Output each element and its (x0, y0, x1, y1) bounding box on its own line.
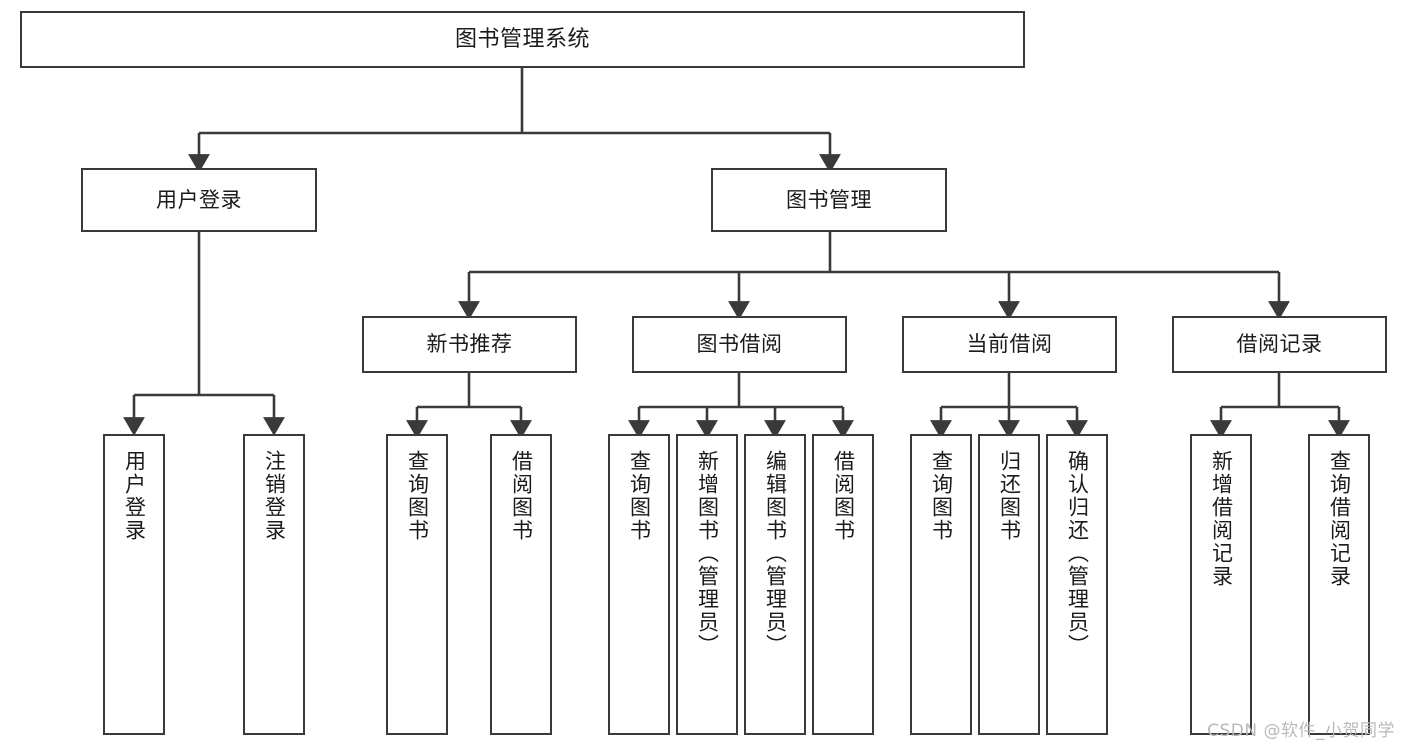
leaf-query-book-new[interactable]: 查询图书 (386, 434, 448, 735)
node-new-book-recommend[interactable]: 新书推荐 (362, 316, 577, 373)
leaf-query-book-current[interactable]: 查询图书 (910, 434, 972, 735)
node-label: 确认归还（管理员） (1065, 450, 1090, 657)
leaf-user-login[interactable]: 用户登录 (103, 434, 165, 735)
node-label: 查询图书 (627, 450, 652, 542)
node-label: 新增借阅记录 (1209, 450, 1234, 588)
leaf-add-borrow-record[interactable]: 新增借阅记录 (1190, 434, 1252, 735)
leaf-borrow-book-new[interactable]: 借阅图书 (490, 434, 552, 735)
node-label: 查询借阅记录 (1327, 450, 1352, 588)
leaf-query-book-borrow[interactable]: 查询图书 (608, 434, 670, 735)
leaf-edit-book-admin[interactable]: 编辑图书（管理员） (744, 434, 806, 735)
node-label: 图书管理系统 (454, 26, 590, 52)
node-label: 查询图书 (405, 450, 430, 542)
leaf-logout[interactable]: 注销登录 (243, 434, 305, 735)
node-label: 用户登录 (122, 450, 147, 542)
node-root-system[interactable]: 图书管理系统 (20, 11, 1025, 68)
node-book-management[interactable]: 图书管理 (711, 168, 947, 232)
node-label: 新书推荐 (426, 332, 513, 357)
node-label: 图书借阅 (696, 332, 783, 357)
leaf-return-book[interactable]: 归还图书 (978, 434, 1040, 735)
leaf-borrow-book[interactable]: 借阅图书 (812, 434, 874, 735)
node-label: 注销登录 (262, 450, 287, 542)
node-borrow-record[interactable]: 借阅记录 (1172, 316, 1387, 373)
leaf-add-book-admin[interactable]: 新增图书（管理员） (676, 434, 738, 735)
node-label: 编辑图书（管理员） (763, 450, 788, 657)
node-label: 借阅图书 (509, 450, 534, 542)
node-book-borrow[interactable]: 图书借阅 (632, 316, 847, 373)
leaf-confirm-return-admin[interactable]: 确认归还（管理员） (1046, 434, 1108, 735)
node-label: 当前借阅 (966, 332, 1053, 357)
node-label: 图书管理 (786, 187, 872, 212)
node-current-borrow[interactable]: 当前借阅 (902, 316, 1117, 373)
leaf-query-borrow-record[interactable]: 查询借阅记录 (1308, 434, 1370, 735)
node-user-login[interactable]: 用户登录 (81, 168, 317, 232)
node-label: 归还图书 (997, 450, 1022, 542)
node-label: 借阅图书 (831, 450, 856, 542)
node-label: 借阅记录 (1236, 332, 1323, 357)
watermark-text: CSDN @软件_小贺同学 (1207, 721, 1395, 741)
node-label: 新增图书（管理员） (695, 450, 720, 657)
node-label: 用户登录 (156, 187, 242, 212)
node-label: 查询图书 (929, 450, 954, 542)
